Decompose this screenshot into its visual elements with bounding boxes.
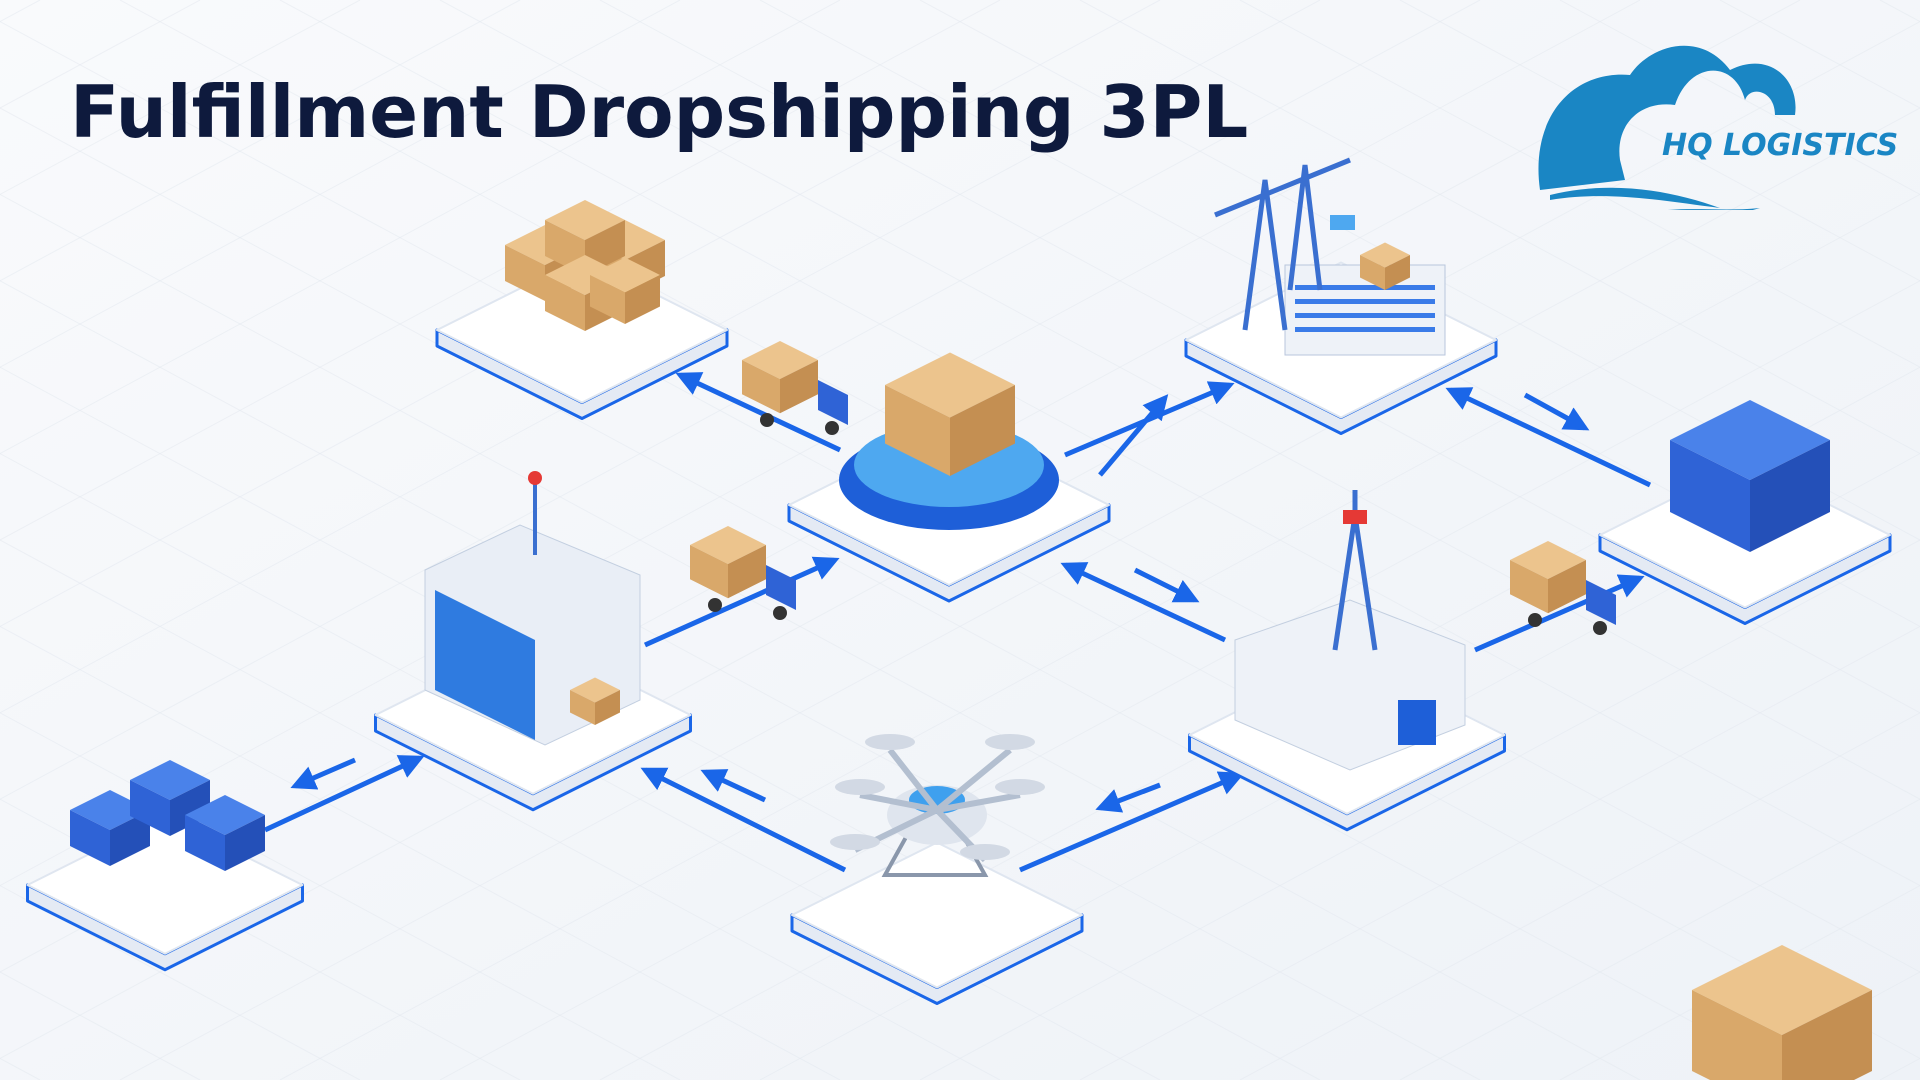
truck-cargo-icon xyxy=(690,526,766,599)
cardboard-box-icon xyxy=(570,677,620,725)
flow-arrow xyxy=(640,767,847,873)
drone-arm xyxy=(935,747,1012,813)
window-row xyxy=(1295,299,1435,304)
flow-arrow xyxy=(643,556,840,648)
drone-rotor xyxy=(995,779,1045,795)
flow-arrow xyxy=(1098,394,1169,477)
flow-arrow xyxy=(1523,392,1590,431)
flow-arrow xyxy=(1474,574,1645,653)
logo-text: HQ LOGISTICS xyxy=(1662,128,1899,163)
large-container-icon xyxy=(1670,400,1830,552)
delivery-truck-1 xyxy=(760,380,848,435)
connection-arrows xyxy=(263,372,1652,873)
drone-rotor xyxy=(960,844,1010,860)
flow-arrow xyxy=(700,769,767,803)
window-row xyxy=(1295,285,1435,290)
flow-arrow xyxy=(1095,782,1161,813)
cardboard-box-icon xyxy=(1360,242,1410,290)
page-title: Fulfillment Dropshipping 3PL xyxy=(70,70,1249,154)
objects xyxy=(70,157,1872,1080)
flow-arrow xyxy=(1060,562,1227,643)
flow-arrow xyxy=(1133,567,1200,603)
flow-arrow xyxy=(675,372,842,453)
window-row xyxy=(1295,313,1435,318)
crane-icon xyxy=(1214,157,1351,331)
cardboard-box-icon xyxy=(590,257,660,324)
tower-beacon xyxy=(1343,510,1367,524)
blue-container-2 xyxy=(130,760,210,836)
flow-arrow xyxy=(290,757,356,790)
drone-rotor xyxy=(835,779,885,795)
central-package-icon xyxy=(885,352,1015,476)
hq-logistics-logo: HQ LOGISTICS xyxy=(1530,30,1898,217)
glass-facade xyxy=(435,590,535,740)
crane-load xyxy=(1330,215,1355,230)
drone-arm xyxy=(859,792,938,813)
factory-door xyxy=(1398,700,1436,745)
drone-rotor xyxy=(865,734,915,750)
drone-arm xyxy=(887,748,940,812)
flow-arrow xyxy=(1019,771,1245,873)
truck-cargo-icon xyxy=(742,341,818,414)
blue-container-3 xyxy=(185,795,265,871)
delivery-truck-2 xyxy=(708,565,796,620)
drone-arm xyxy=(936,792,1021,813)
delivery-truck-3 xyxy=(1528,580,1616,635)
drone-rotor xyxy=(985,734,1035,750)
platform-drone xyxy=(790,841,1084,1005)
truck-cargo-icon xyxy=(1510,541,1586,614)
antenna-light xyxy=(528,471,542,485)
drone-rotor xyxy=(830,834,880,850)
cloud-logo-icon xyxy=(1538,45,1796,217)
flow-arrow xyxy=(263,755,425,833)
window-row xyxy=(1295,327,1435,332)
flow-arrow xyxy=(1445,387,1652,488)
corner-box-icon xyxy=(1692,945,1872,1080)
